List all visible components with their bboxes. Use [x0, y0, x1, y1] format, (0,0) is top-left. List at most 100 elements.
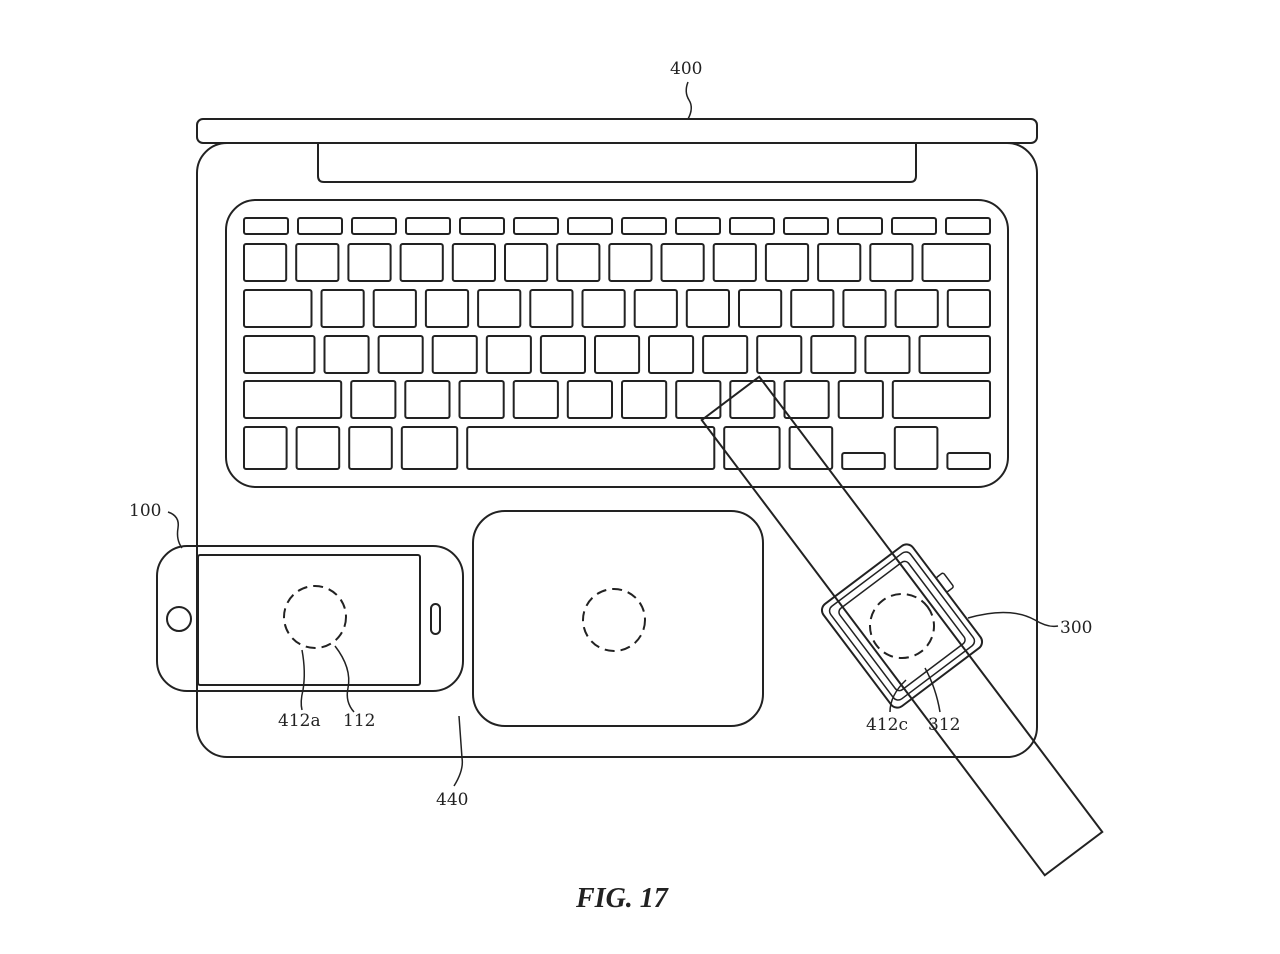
leader-112	[334, 645, 355, 713]
keyboard-key	[405, 217, 451, 235]
keyboard-key	[567, 217, 613, 235]
keyboard-key	[594, 335, 641, 374]
ref-400: 400	[670, 59, 702, 79]
phone-home-button	[166, 606, 192, 632]
keyboard-key	[817, 243, 862, 282]
keyboard-key	[529, 289, 574, 328]
keyboard-key	[404, 380, 451, 419]
keyboard-key	[451, 243, 496, 282]
phone-body	[156, 545, 464, 692]
phone-speaker	[430, 603, 441, 635]
leader-400	[685, 81, 692, 120]
keyboard-key	[702, 335, 749, 374]
ref-100: 100	[129, 501, 161, 521]
ref-112: 112	[343, 711, 375, 731]
keyboard-key	[566, 380, 613, 419]
keyboard-key	[556, 243, 601, 282]
keyboard-key	[633, 289, 678, 328]
keyboard-frame	[225, 199, 1009, 488]
watch-face	[838, 560, 966, 692]
laptop-base	[196, 142, 1038, 758]
keyboard-key	[729, 217, 775, 235]
keyboard-key	[738, 289, 783, 328]
keyboard-key	[399, 243, 444, 282]
keyboard-key	[350, 380, 397, 419]
keyboard-key	[372, 289, 417, 328]
keyboard-key	[512, 380, 559, 419]
leader-412a	[300, 649, 306, 711]
keyboard-key	[837, 217, 883, 235]
keyboard-key	[504, 243, 549, 282]
keyboard-key	[841, 452, 886, 470]
leader-312	[924, 667, 941, 713]
laptop-lid	[196, 118, 1038, 144]
ref-440: 440	[436, 790, 468, 810]
keyboard-key	[756, 335, 803, 374]
watch-band	[700, 375, 1104, 877]
ref-300: 300	[1060, 618, 1092, 638]
phone-charging-coil	[283, 585, 347, 649]
ref-412a: 412a	[278, 711, 321, 731]
keyboard-key	[946, 289, 991, 328]
keyboard-key	[891, 380, 991, 419]
watch-crown	[935, 572, 954, 593]
leader-100	[167, 511, 183, 549]
ref-312: 312	[928, 715, 960, 735]
keyboard-key	[458, 380, 505, 419]
keyboard-key	[685, 289, 730, 328]
laptop-hinge	[317, 143, 917, 183]
keyboard-key	[323, 335, 370, 374]
leader-412c	[889, 679, 907, 713]
keyboard-key	[893, 426, 939, 470]
keyboard-key	[918, 335, 991, 374]
keyboard-key	[764, 243, 810, 282]
keyboard-key	[790, 289, 835, 328]
keyboard-key	[295, 426, 341, 470]
keyboard-key	[477, 289, 522, 328]
watch-charging-coil	[869, 593, 935, 659]
keyboard-key	[513, 217, 559, 235]
keyboard-key	[945, 217, 991, 235]
keyboard-key	[675, 380, 722, 419]
trackpad-charging-coil	[582, 588, 646, 652]
keyboard-key	[431, 335, 478, 374]
leader-300	[967, 611, 1059, 628]
keyboard-key	[837, 380, 884, 419]
keyboard-key	[243, 426, 288, 470]
keyboard-key	[243, 289, 313, 328]
keyboard-key	[783, 217, 829, 235]
keyboard-key	[539, 335, 587, 374]
keyboard-key	[243, 335, 316, 374]
keyboard-key	[243, 380, 343, 419]
keyboard-key	[351, 217, 397, 235]
keyboard-key	[864, 335, 911, 374]
keyboard-key	[297, 217, 343, 235]
keyboard-key	[459, 217, 505, 235]
keyboard-key	[243, 243, 288, 282]
keyboard-key	[894, 289, 939, 328]
keyboard-key	[608, 243, 653, 282]
keyboard-key	[946, 452, 992, 470]
keyboard-key	[723, 426, 781, 470]
ref-412c: 412c	[866, 715, 908, 735]
keyboard-key	[400, 426, 459, 470]
keyboard-key	[424, 289, 470, 328]
leader-440	[453, 715, 464, 787]
watch	[700, 375, 1104, 877]
keyboard-key	[295, 243, 340, 282]
keyboard-key	[675, 217, 721, 235]
figure-caption: FIG. 17	[575, 883, 669, 914]
keyboard-key	[869, 243, 914, 282]
keyboard-key	[648, 335, 695, 374]
keyboard-key	[320, 289, 365, 328]
keyboard-key	[621, 217, 667, 235]
keyboard-key	[921, 243, 991, 282]
keyboard-key	[660, 243, 705, 282]
keyboard-key	[842, 289, 887, 328]
keyboard-key	[466, 426, 716, 470]
keyboard-key	[783, 380, 830, 419]
keyboard-key	[621, 380, 668, 419]
keyboard-key	[243, 217, 289, 235]
